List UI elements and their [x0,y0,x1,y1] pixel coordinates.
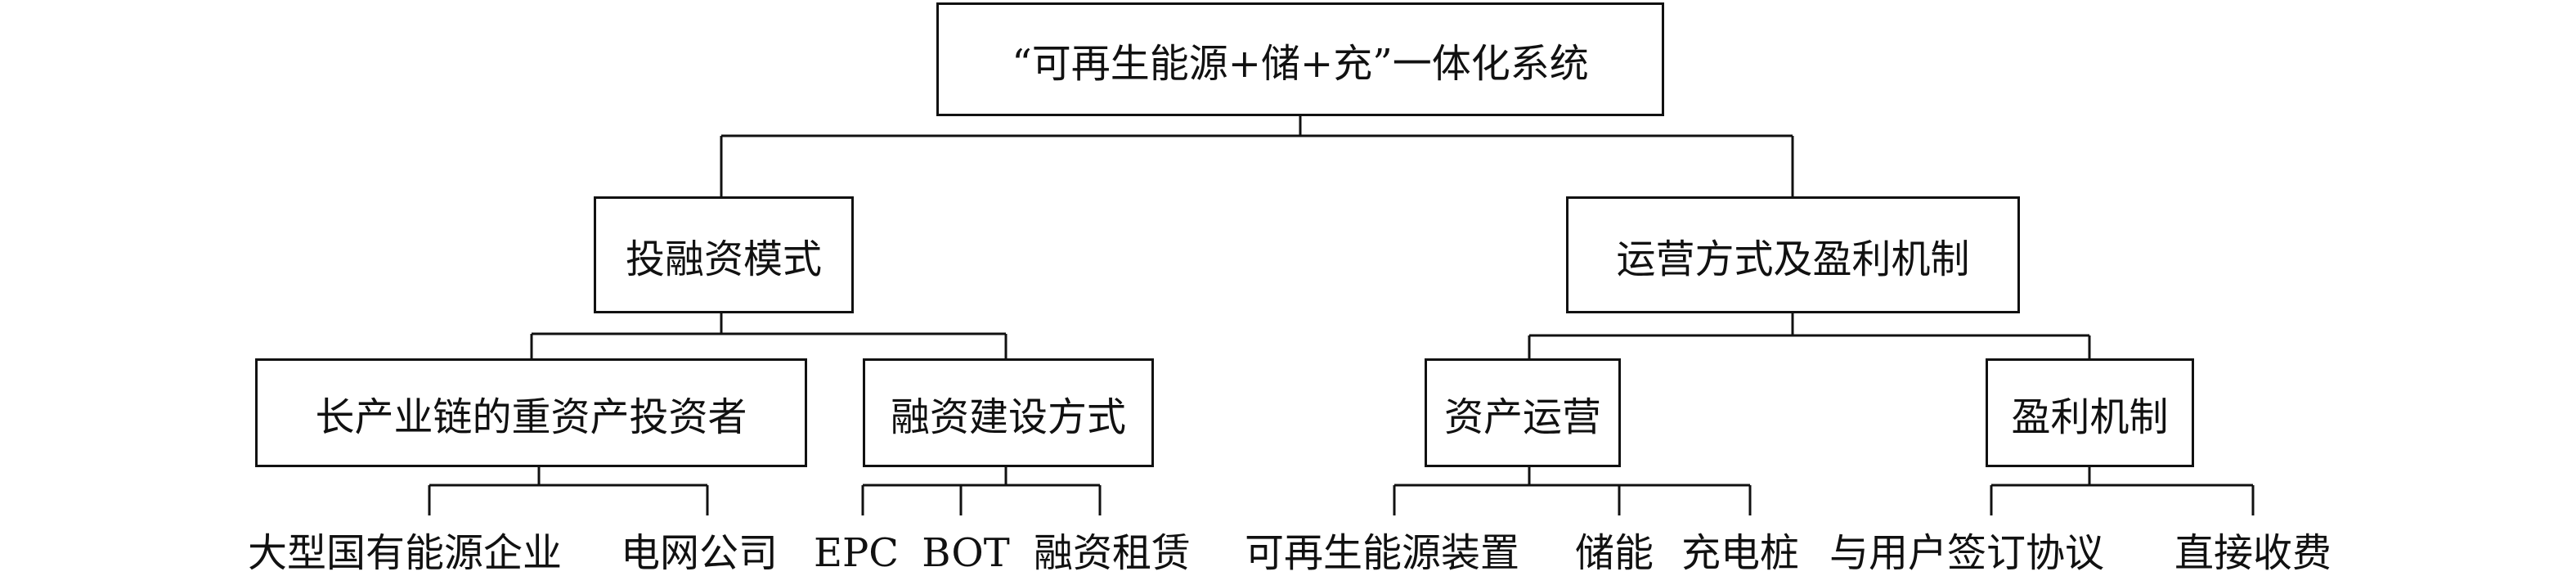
leaf-renewable-device: 可再生能源装置 [1244,530,1520,576]
node-label: 融资建设方式 [890,394,1126,440]
node-label: 投融资模式 [625,236,822,282]
root-node: “可再生能源+储+充”一体化系统 [936,2,1664,116]
node-financing-construction: 融资建设方式 [863,358,1154,467]
node-label: 长产业链的重资产投资者 [315,394,747,440]
node-heavy-asset-investor: 长产业链的重资产投资者 [255,358,807,467]
node-label: 运营方式及盈利机制 [1616,236,1970,282]
node-investment-financing-mode: 投融资模式 [594,196,854,313]
node-label: 盈利机制 [2011,394,2169,440]
root-node-label: “可再生能源+储+充”一体化系统 [1012,40,1589,87]
leaf-charging-pile: 充电桩 [1681,530,1800,576]
leaf-grid-company: 电网公司 [620,530,779,576]
node-operation-profit-mechanism: 运营方式及盈利机制 [1566,196,2020,313]
leaf-direct-charge: 直接收费 [2174,530,2332,576]
leaf-epc: EPC [813,530,900,576]
leaf-user-agreement: 与用户签订协议 [1829,530,2105,576]
node-asset-operation: 资产运营 [1425,358,1621,467]
leaf-state-owned-energy: 大型国有能源企业 [247,530,563,576]
leaf-bot: BOT [922,530,1010,576]
leaf-energy-storage: 储能 [1574,530,1654,576]
node-label: 资产运营 [1443,394,1601,440]
leaf-finance-lease: 融资租赁 [1033,530,1192,576]
node-profit-mechanism: 盈利机制 [1986,358,2194,467]
